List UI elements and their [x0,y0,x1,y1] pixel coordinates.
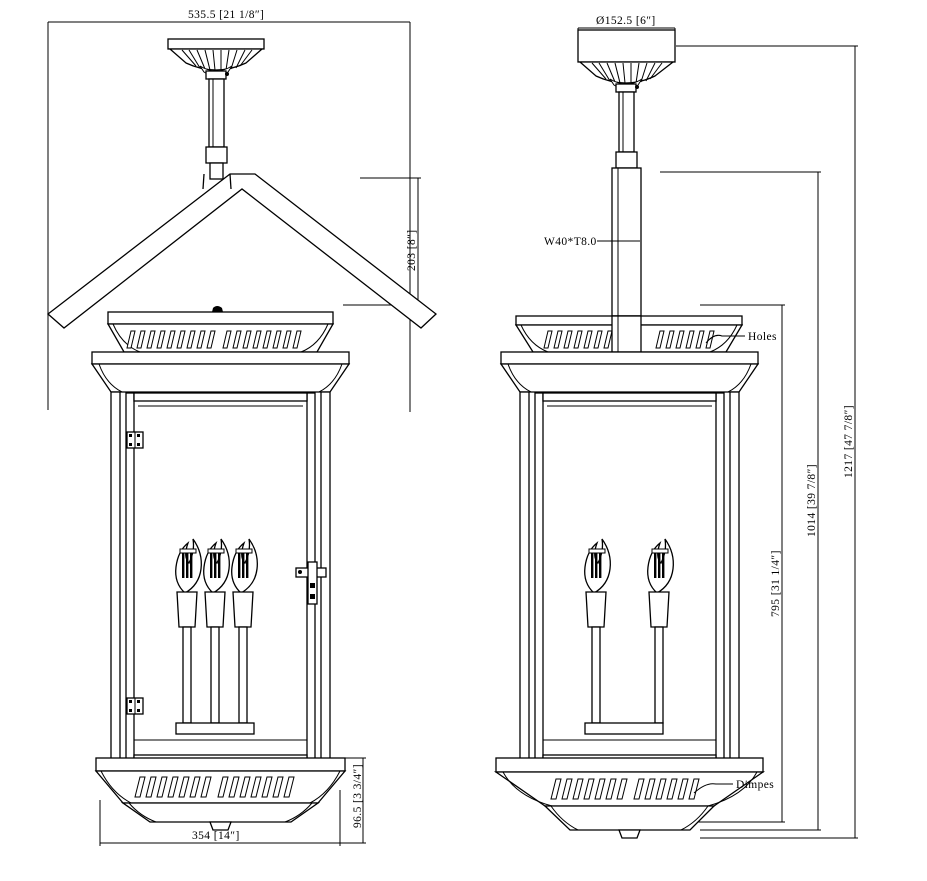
ceiling-canopy [167,38,265,80]
drop-stem [205,78,228,180]
bottom-finial [209,821,232,831]
cornice-band [499,363,760,393]
hinge-lower [126,697,144,715]
dim-bottom-width: 354 [14″] [192,830,240,842]
vented-base-skirt [94,757,347,831]
pitched-roof [46,173,438,329]
ceiling-canopy [577,29,676,93]
door-hinges [126,431,144,715]
label-dimples: Dimpes [736,779,774,791]
dimension-text-group: 535.5 [21 1/8″] Ø152.5 [6″] 203 [8″] 96.… [188,9,855,842]
annotation-text-group: W40*T8.0 Holes Dimpes [544,236,777,791]
leader-holes [705,334,745,344]
dimension-lines-side [577,27,858,839]
dim-overall-height: 1217 [47 7/8″] [843,405,855,478]
dimension-lines-front [47,21,421,846]
candle [231,538,258,724]
dim-base-skirt-height: 96.5 [3 3/4″] [352,764,364,828]
dim-mid-height: 1014 [39 7/8″] [806,464,818,537]
vented-base-skirt [493,757,766,839]
bottom-finial [618,829,641,839]
drop-stem [611,91,642,317]
label-stem-spec: W40*T8.0 [544,236,597,248]
leader-lines [597,240,745,794]
hinge-upper [126,431,144,449]
leader-dimples [693,783,733,794]
candle-cluster-side [584,538,674,735]
dim-top-diameter-side: Ø152.5 [6″] [596,15,656,27]
label-holes: Holes [748,331,777,343]
dim-body-height: 795 [31 1/4″] [770,550,782,617]
dim-top-width-front: 535.5 [21 1/8″] [188,9,264,21]
candle-cluster-front [175,538,258,735]
door-latch [295,561,327,605]
cornice-band [90,363,351,393]
side-view [493,29,766,839]
vented-crown [91,306,350,365]
candle [175,538,202,724]
dim-roof-height: 203 [8″] [406,229,418,271]
vented-crown [500,315,759,365]
front-view [46,38,438,831]
candle [203,538,230,724]
